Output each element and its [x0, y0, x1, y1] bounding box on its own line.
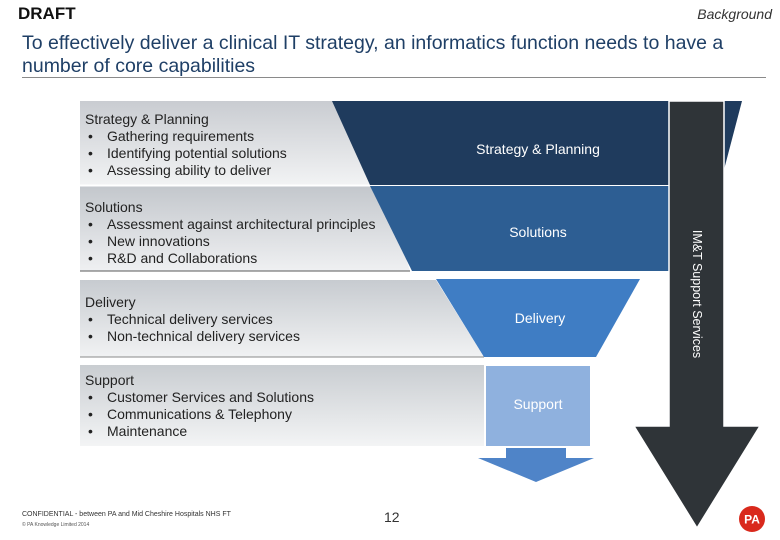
stage-text-delivery: Delivery Technical delivery services Non… [85, 294, 300, 345]
section-label: Background [697, 6, 772, 22]
stage-bullet: Communications & Telephony [85, 406, 314, 423]
stage-bullet: Gathering requirements [85, 128, 287, 145]
stage-heading: Strategy & Planning [85, 111, 209, 127]
confidentiality-notice: CONFIDENTIAL - between PA and Mid Cheshi… [22, 511, 231, 518]
funnel-segment-strategy [332, 101, 742, 185]
funnel-segment-delivery [436, 279, 640, 357]
stage-bullet: Non-technical delivery services [85, 328, 300, 345]
stage-bullet: Identifying potential solutions [85, 145, 287, 162]
stage-bullet: New innovations [85, 233, 375, 250]
funnel-label-strategy: Strategy & Planning [476, 141, 600, 157]
pa-logo: PA [739, 506, 765, 532]
stage-bullet: Assessment against architectural princip… [85, 216, 375, 233]
stage-text-strategy: Strategy & Planning Gathering requiremen… [85, 111, 287, 179]
page-number: 12 [384, 509, 400, 525]
im-t-support-label: IM&T Support Services [690, 229, 704, 359]
slide-title: To effectively deliver a clinical IT str… [22, 32, 724, 77]
stage-bullet: Assessing ability to deliver [85, 162, 287, 179]
funnel-output-arrow [478, 448, 594, 482]
funnel-segment-solutions [370, 186, 720, 271]
stage-text-solutions: Solutions Assessment against architectur… [85, 199, 375, 267]
funnel-segment-support [486, 366, 590, 446]
im-t-support-arrow [632, 100, 762, 530]
logo-text: PA [744, 513, 760, 527]
stage-heading: Delivery [85, 294, 136, 310]
stage-bullet: Maintenance [85, 423, 314, 440]
stage-text-support: Support Customer Services and Solutions … [85, 372, 314, 440]
funnel-label-delivery: Delivery [514, 310, 566, 326]
stage-heading: Support [85, 372, 135, 388]
stage-bullet: R&D and Collaborations [85, 250, 375, 267]
stage-bullet: Technical delivery services [85, 311, 300, 328]
funnel-label-support: Support [513, 396, 563, 412]
stage-heading: Solutions [85, 199, 143, 215]
stage-bullet: Customer Services and Solutions [85, 389, 314, 406]
funnel-label-solutions: Solutions [509, 224, 567, 240]
title-divider [22, 77, 766, 78]
copyright-notice: © PA Knowledge Limited 2014 [22, 522, 90, 528]
draft-label: DRAFT [18, 4, 76, 23]
